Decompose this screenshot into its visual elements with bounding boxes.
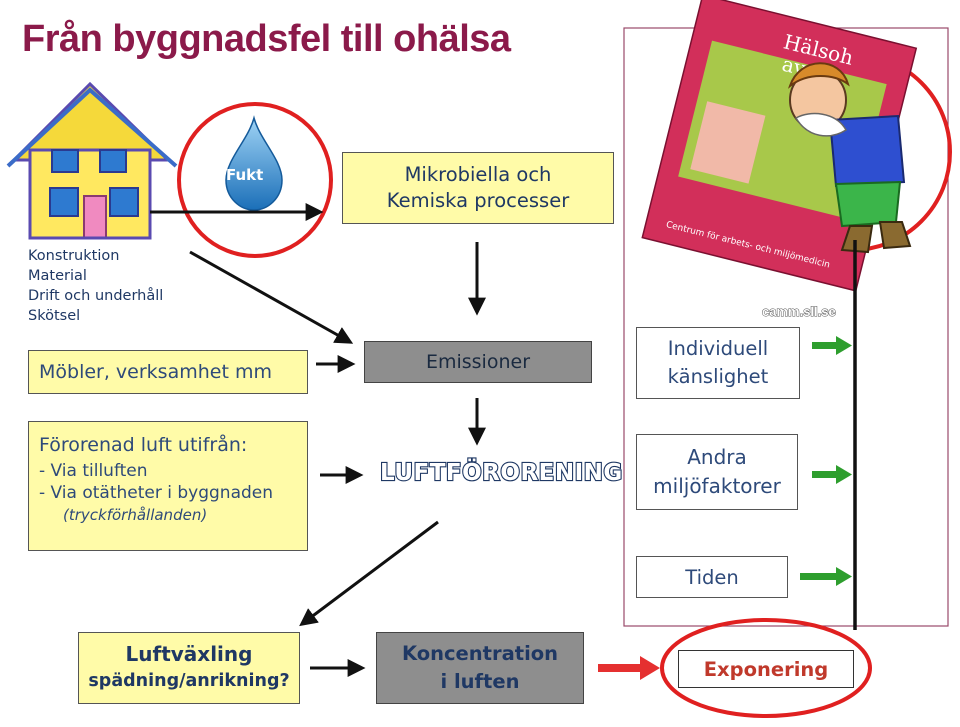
arrow-causes-to-emission [189,250,354,344]
polluted-line-pressure: (tryckförhållanden) [63,506,208,524]
page-title: Från byggnadsfel till ohälsa [22,18,511,60]
ventilation-box: Luftväxling spädning/anrikning? [78,632,300,704]
cause-item: Skötsel [28,308,81,324]
time-box: Tiden [636,556,788,598]
causes-list: Konstruktion Material Drift och underhål… [28,246,163,326]
arrow-luft-to-ventilation [299,520,439,627]
furniture-label: Möbler, verksamhet mm [39,361,272,383]
individual-line-1: Individuell [667,337,769,360]
red-arrow-exposure [598,656,660,680]
other-factors-box: Andra miljöfaktorer [636,434,798,510]
moisture-drop-icon [225,115,283,211]
individual-line-2: känslighet [667,365,769,388]
microbial-line-2: Kemiska processer [386,189,570,212]
exposure-label: Exponering [703,657,829,681]
microbial-line-1: Mikrobiella och [404,163,552,186]
emissions-label: Emissioner [425,351,531,373]
moisture-highlight-circle [177,102,333,258]
ventilation-line-1: Luftväxling [125,642,253,666]
other-factors-line-2: miljöfaktorer [653,474,781,498]
concentration-box: Koncentration i luften [376,632,584,704]
cause-item: Material [28,268,87,284]
ventilation-line-2: spädning/anrikning? [88,671,290,691]
sneezing-person-icon [788,62,912,254]
credit-watermark: camm.sll.se [762,304,837,320]
green-arrow-other-factors [812,465,852,484]
exposure-box: Exponering [678,650,854,688]
furniture-box: Möbler, verksamhet mm [28,350,308,394]
polluted-line-supply: - Via tilluften [39,461,148,481]
cause-item: Konstruktion [28,248,120,264]
polluted-line-leaks: - Via otätheter i byggnaden [39,483,274,503]
green-arrow-individual [812,336,852,355]
microbial-box: Mikrobiella och Kemiska processer [342,152,614,224]
house-icon [6,81,178,240]
polluted-heading: Förorenad luft utifrån: [39,434,248,456]
emissions-box: Emissioner [364,341,592,383]
moisture-label: Fukt [226,166,264,184]
polluted-air-box: Förorenad luft utifrån: - Via tilluften … [28,421,308,551]
concentration-line-2: i luften [440,670,520,693]
air-pollution-label: LUFTFÖRORENING [379,459,623,487]
green-arrow-time [800,567,852,586]
concentration-line-1: Koncentration [401,642,559,665]
other-factors-line-1: Andra [687,445,747,469]
exposure-highlight-ellipse [660,618,872,718]
individual-sensitivity-box: Individuell känslighet [636,327,800,399]
time-label: Tiden [685,565,739,589]
cause-item: Drift och underhåll [28,288,164,304]
